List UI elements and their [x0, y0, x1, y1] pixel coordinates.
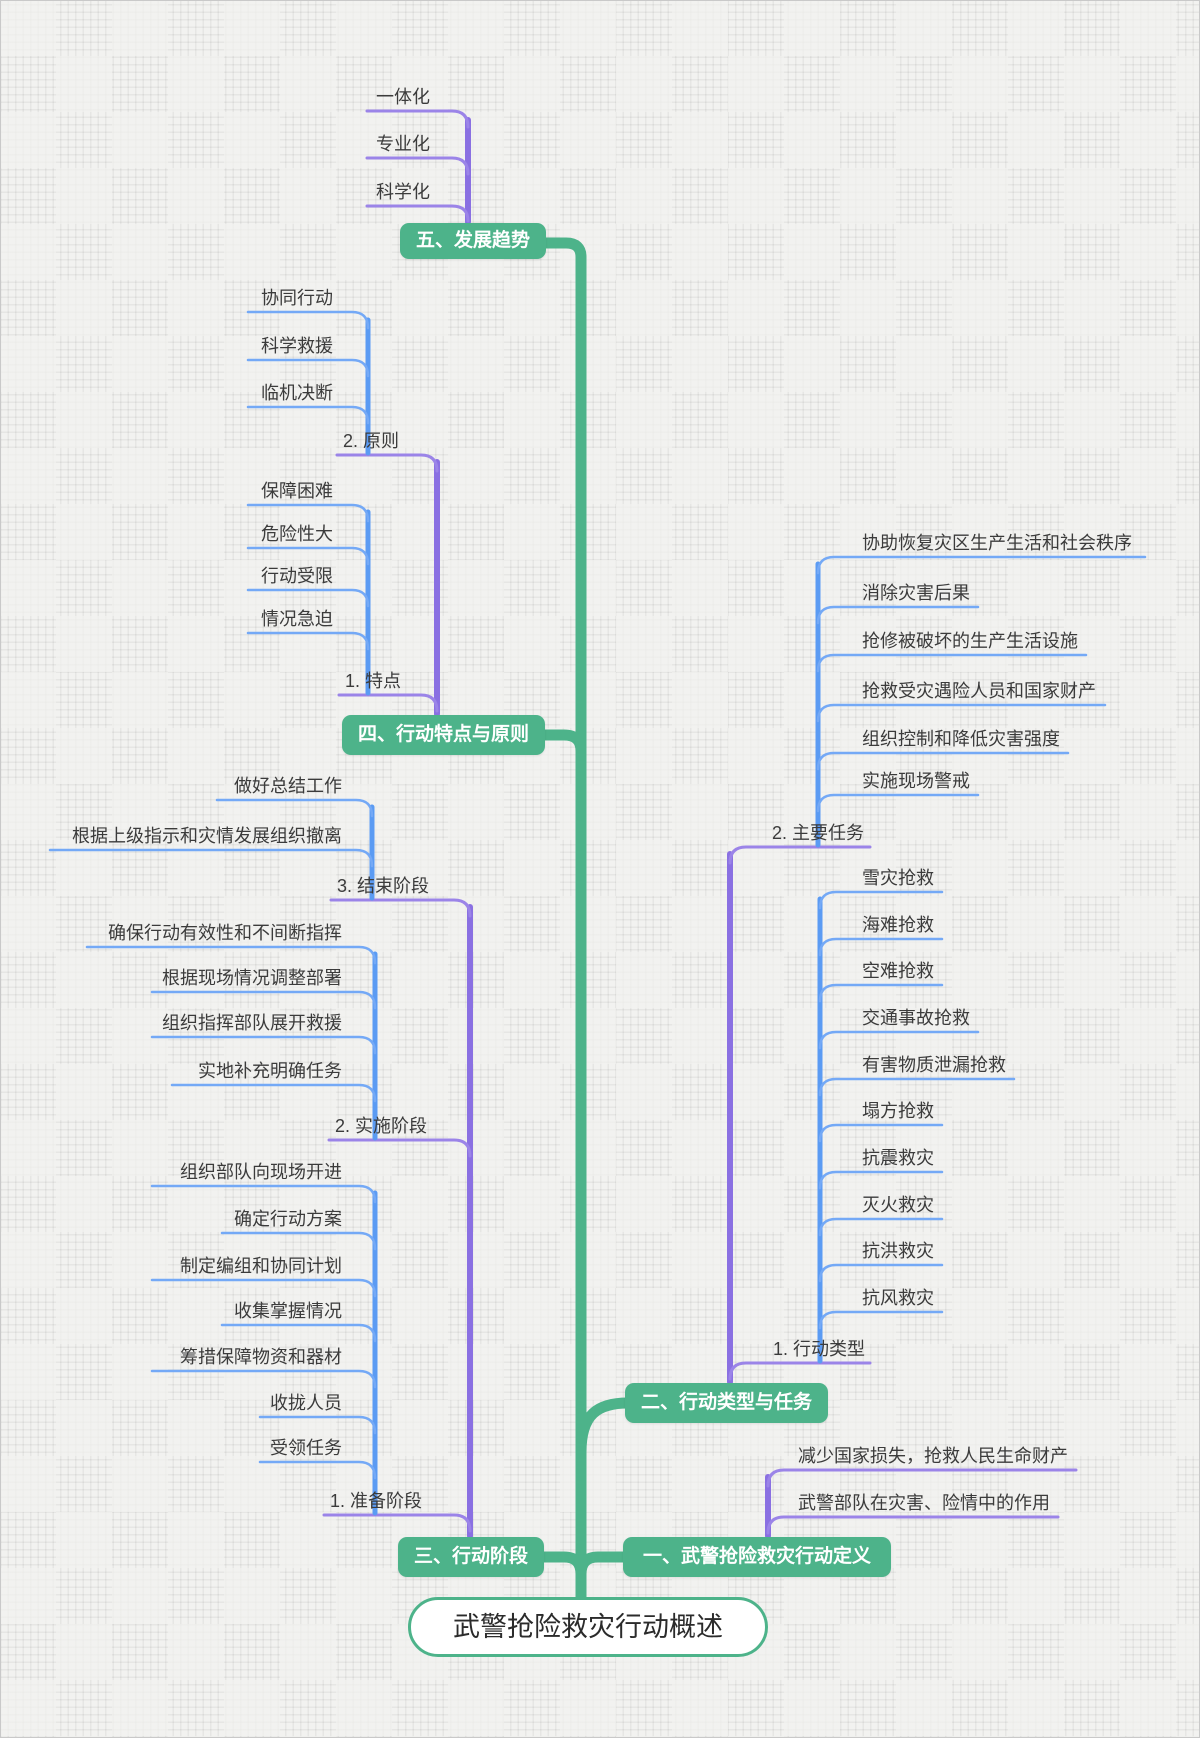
leaf-item-task[interactable]: 抢修被破坏的生产生活设施	[862, 631, 1078, 651]
leaf-item-principle[interactable]: 科学救援	[261, 336, 333, 356]
topic-node-types-tasks[interactable]: 二、行动类型与任务	[625, 1383, 829, 1423]
leaf-item-feature[interactable]: 情况急迫	[261, 609, 333, 629]
leaf-item-feature[interactable]: 行动受限	[261, 566, 333, 586]
blue-leaf-lines	[48, 310, 1147, 1480]
leaf-item-professional[interactable]: 专业化	[376, 134, 430, 154]
leaf-item-prep-phase[interactable]: 筹措保障物资和器材	[180, 1347, 342, 1367]
leaf-item-impl-phase[interactable]: 根据现场情况调整部署	[162, 968, 342, 988]
leaf-item-action-type[interactable]: 交通事故抢救	[862, 1008, 970, 1028]
leaf-item-prep-phase[interactable]: 制定编组和协同计划	[180, 1256, 342, 1276]
leaf-item-action-type[interactable]: 抗洪救灾	[862, 1241, 934, 1261]
subtopic-label-prep-phase[interactable]: 1. 准备阶段	[330, 1491, 423, 1511]
topic-node-definition[interactable]: 一、武警抢险救灾行动定义	[623, 1537, 892, 1577]
leaf-item-end-phase[interactable]: 根据上级指示和灾情发展组织撤离	[72, 826, 342, 846]
root-topic-node[interactable]: 武警抢险救灾行动概述	[408, 1597, 768, 1657]
leaf-item-principle[interactable]: 临机决断	[261, 383, 333, 403]
leaf-item-prep-phase[interactable]: 收拢人员	[270, 1393, 342, 1413]
leaf-item-action-type[interactable]: 抗风救灾	[862, 1288, 934, 1308]
subtopic-label-features[interactable]: 1. 特点	[345, 671, 402, 691]
leaf-item-feature[interactable]: 保障困难	[261, 481, 333, 501]
subtopic-label-action-types[interactable]: 1. 行动类型	[773, 1339, 866, 1359]
leaf-item-scientific[interactable]: 科学化	[376, 182, 430, 202]
subtopic-label-main-tasks[interactable]: 2. 主要任务	[772, 823, 865, 843]
topic-node-development-trend[interactable]: 五、发展趋势	[400, 223, 547, 259]
trunk-connectors	[522, 237, 634, 1606]
leaf-item-integration[interactable]: 一体化	[376, 87, 430, 107]
leaf-item-prep-phase[interactable]: 收集掌握情况	[234, 1301, 342, 1321]
leaf-item-action-type[interactable]: 塌方抢救	[862, 1101, 934, 1121]
leaf-item-task[interactable]: 协助恢复灾区生产生活和社会秩序	[862, 533, 1132, 553]
leaf-item-task[interactable]: 消除灾害后果	[862, 583, 970, 603]
leaf-item-action-type[interactable]: 灭火救灾	[862, 1195, 934, 1215]
leaf-item-feature[interactable]: 危险性大	[261, 524, 333, 544]
leaf-item-prep-phase[interactable]: 受领任务	[270, 1438, 342, 1458]
topic-node-traits-principles[interactable]: 四、行动特点与原则	[342, 715, 546, 755]
leaf-item-action-type[interactable]: 有害物质泄漏抢救	[862, 1055, 1006, 1075]
purple-branch-lines	[322, 109, 1078, 1535]
subtopic-label-principles[interactable]: 2. 原则	[343, 431, 400, 451]
leaf-item-action-type[interactable]: 空难抢救	[862, 961, 934, 981]
subtopic-label-end-phase[interactable]: 3. 结束阶段	[337, 876, 430, 896]
subtopic-label-impl-phase[interactable]: 2. 实施阶段	[335, 1116, 428, 1136]
leaf-item-prep-phase[interactable]: 组织部队向现场开进	[180, 1162, 342, 1182]
leaf-item-impl-phase[interactable]: 实地补充明确任务	[198, 1061, 342, 1081]
leaf-item-principle[interactable]: 协同行动	[261, 288, 333, 308]
leaf-item-prep-phase[interactable]: 确定行动方案	[234, 1209, 342, 1229]
leaf-item-action-type[interactable]: 海难抢救	[862, 915, 934, 935]
leaf-item-task[interactable]: 组织控制和降低灾害强度	[862, 729, 1060, 749]
leaf-item-task[interactable]: 实施现场警戒	[862, 771, 970, 791]
leaf-item-task[interactable]: 抢救受灾遇险人员和国家财产	[862, 681, 1096, 701]
topic-node-action-phases[interactable]: 三、行动阶段	[398, 1537, 545, 1577]
leaf-item-action-type[interactable]: 抗震救灾	[862, 1148, 934, 1168]
leaf-item-action-type[interactable]: 雪灾抢救	[862, 868, 934, 888]
leaf-item-definition[interactable]: 减少国家损失，抢救人民生命财产	[798, 1446, 1068, 1466]
leaf-item-impl-phase[interactable]: 确保行动有效性和不间断指挥	[108, 923, 342, 943]
leaf-item-end-phase[interactable]: 做好总结工作	[234, 776, 342, 796]
leaf-item-impl-phase[interactable]: 组织指挥部队展开救援	[162, 1013, 342, 1033]
purple-spines	[434, 117, 771, 1539]
leaf-item-definition[interactable]: 武警部队在灾害、险情中的作用	[798, 1493, 1050, 1513]
